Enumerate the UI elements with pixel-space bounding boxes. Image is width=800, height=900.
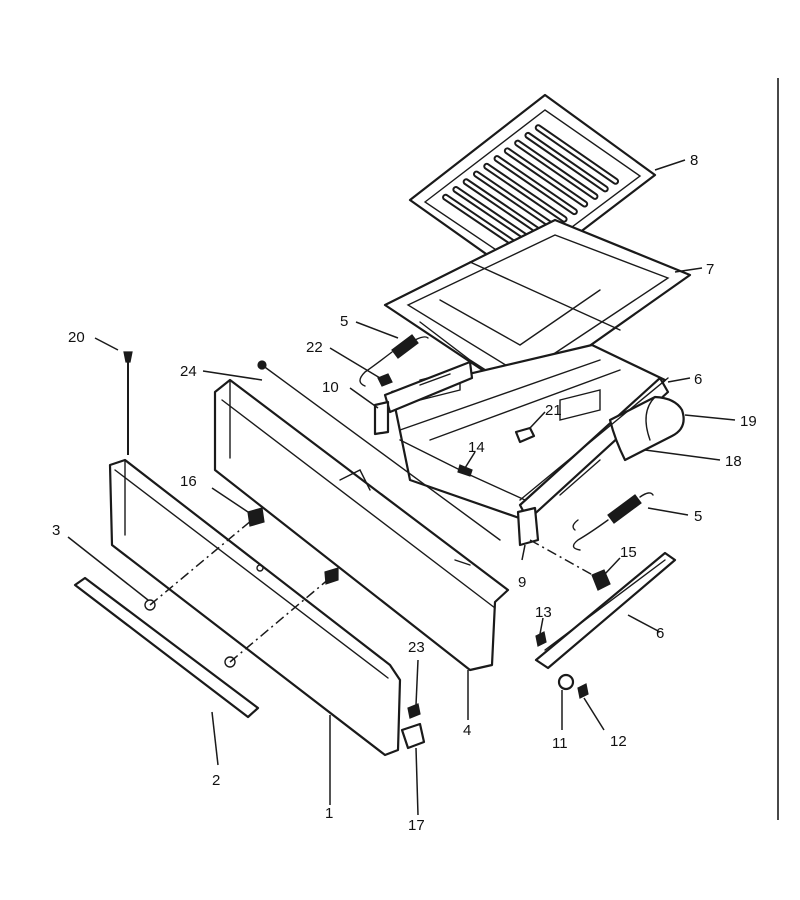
drawer-roller-tube [608,395,685,462]
callout-10: 9 [518,574,526,591]
grid-slot-inner [485,164,566,221]
alignment-line-3 [529,539,599,579]
callout-23: 22 [306,339,323,356]
rod-25 [261,364,501,541]
screw-15 [457,464,473,477]
callout-24: 23 [408,639,425,656]
screw-23 [377,373,393,387]
callout-20: 19 [740,413,757,430]
rod-19 [519,377,669,501]
drawer-front-panel [108,458,402,757]
callout-3: 3 [52,522,60,539]
callout-7: 6 [694,371,702,388]
callout-25: 24 [180,363,197,380]
screw-17 [247,507,339,585]
bracket-10 [516,506,540,547]
bracket-18 [400,722,426,750]
callout-21: 20 [68,329,85,346]
alignment-line-1 [149,519,253,606]
callout-18: 17 [408,817,425,834]
bolt-16 [591,569,611,591]
callout-11: 10 [322,379,339,396]
grid-slot-inner [516,141,597,198]
callout-4: 4 [463,722,471,739]
bracket-11 [373,400,390,436]
callout-13: 12 [610,733,627,750]
broiler-pan [383,218,692,397]
grid-slot-inner [495,157,576,214]
alignment-line-2 [229,577,331,663]
callout-15: 14 [468,439,485,456]
grid-slot-inner [464,180,545,236]
handle-trim [73,576,260,719]
callout-9: 8 [690,152,698,169]
callout-19: 18 [725,453,742,470]
grid-slot-inner [444,195,525,252]
front-hole-left [144,599,156,611]
leader-lines [67,159,736,816]
callout-labels: 20 24 22 5 10 8 7 6 19 18 5 21 14 16 3 9… [52,152,757,834]
callout-8: 7 [706,261,714,278]
callout-6: 6 [656,625,664,642]
callout-16: 15 [620,544,637,561]
callout-1: 1 [325,805,333,822]
callout-5-lower: 5 [694,508,702,525]
grid-slot-inner [536,126,618,183]
screw-24 [407,703,421,719]
callout-22: 21 [545,402,562,419]
grid-slot-inner [505,149,587,206]
callout-2: 2 [212,772,220,789]
spring-upper [359,334,429,387]
spring-lower [572,492,654,551]
screw-13 [577,683,589,699]
slide-rail [534,551,677,670]
callout-5-upper: 5 [340,313,348,330]
front-hole-top [256,564,264,572]
clip-22 [514,426,536,444]
grid-slot-inner [454,188,535,244]
callout-17: 16 [180,473,197,490]
front-hole-right [224,656,236,668]
inner-drawer-panel [213,378,510,672]
callout-14: 13 [535,604,552,621]
nut-12 [557,673,575,691]
screw-21 [123,351,133,455]
screw-14 [535,631,547,647]
broiler-grid [408,93,657,280]
callout-12: 11 [552,735,568,752]
rod-25-end [257,360,267,370]
grid-slot-inner [474,172,556,229]
grid-slot-inner [526,133,607,191]
